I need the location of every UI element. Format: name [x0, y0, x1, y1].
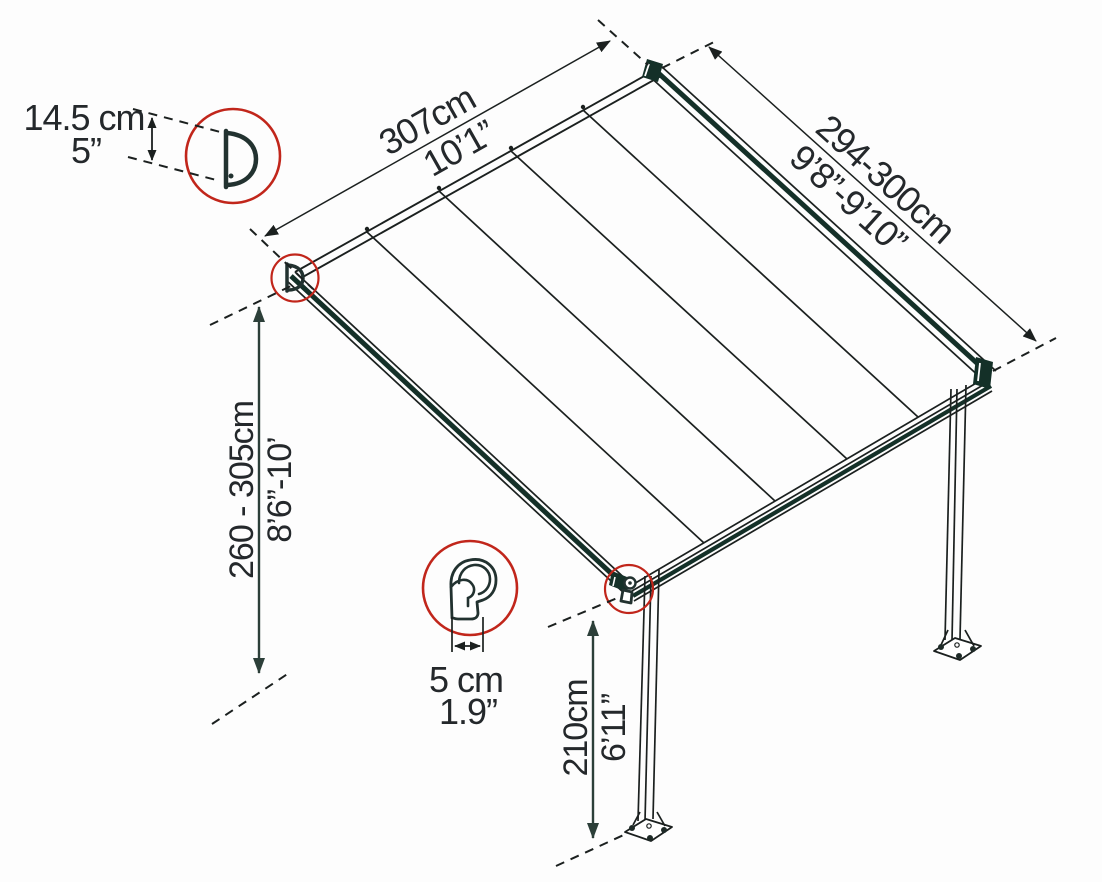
- right-corner-endcap: [973, 357, 993, 389]
- beam-profile-leader-top: [132, 108, 225, 134]
- height-range-imperial-label: 8’6”-10’: [261, 437, 299, 542]
- post-height-extension-top: [547, 595, 623, 628]
- beam-profile-detail: 14.5 cm 5”: [23, 97, 282, 205]
- height-range-metric-label: 260 - 305cm: [223, 401, 261, 579]
- roof-width-dimension-line: [264, 40, 611, 237]
- height-range-extension-top: [209, 284, 294, 326]
- callout-circle-post-profile: [421, 539, 519, 637]
- callout-circle-beam-profile: [184, 107, 282, 205]
- roof-depth-extension-top: [661, 40, 717, 69]
- left-side-beam: [286, 271, 633, 594]
- callout-circle-wall-corner: [270, 253, 320, 303]
- roof-depth-dimension-line: [708, 46, 1037, 342]
- left-post-foot: [624, 811, 673, 842]
- wall-corner-callout: [270, 253, 320, 303]
- wall-edge-inner-line: [300, 75, 662, 279]
- roof-width-extension-right: [597, 19, 649, 66]
- post-height-dimension: 210cm 6’11”: [547, 595, 633, 867]
- right-post: [933, 384, 982, 661]
- post-height-metric-label: 210cm: [557, 679, 595, 776]
- callout-circle-gutter-corner: [603, 563, 655, 615]
- post-profile-imperial-label: 1.9”: [439, 691, 497, 732]
- left-post: [624, 569, 673, 842]
- roof-width-extension-left: [249, 228, 314, 290]
- post-profile-detail: 5 cm 1.9”: [421, 539, 519, 732]
- roof-width-dimension: 307cm 10’1”: [249, 19, 649, 290]
- right-post-foot: [933, 629, 982, 661]
- height-range-extension-bottom: [211, 670, 293, 725]
- height-range-dimension: 260 - 305cm 8’6”-10’: [209, 284, 299, 725]
- beam-profile-imperial-label: 5”: [71, 130, 101, 171]
- post-height-imperial-label: 6’11”: [595, 693, 633, 762]
- post-profile-metric-label: 5 cm: [429, 659, 503, 700]
- front-gutter-beam: [631, 374, 993, 602]
- wall-edge-outer-line: [294, 69, 656, 273]
- beam-profile-metric-label: 14.5 cm: [23, 97, 144, 138]
- roof-depth-dimension: 294-300cm 9’8”-9’10”: [661, 40, 1057, 372]
- post-height-extension-bottom: [555, 832, 629, 867]
- top-corner-endcap: [642, 59, 663, 82]
- beam-profile-leader-bottom: [127, 156, 221, 182]
- gutter-corner-elbow-callout: [603, 563, 655, 615]
- roof-depth-extension-bottom: [992, 337, 1057, 372]
